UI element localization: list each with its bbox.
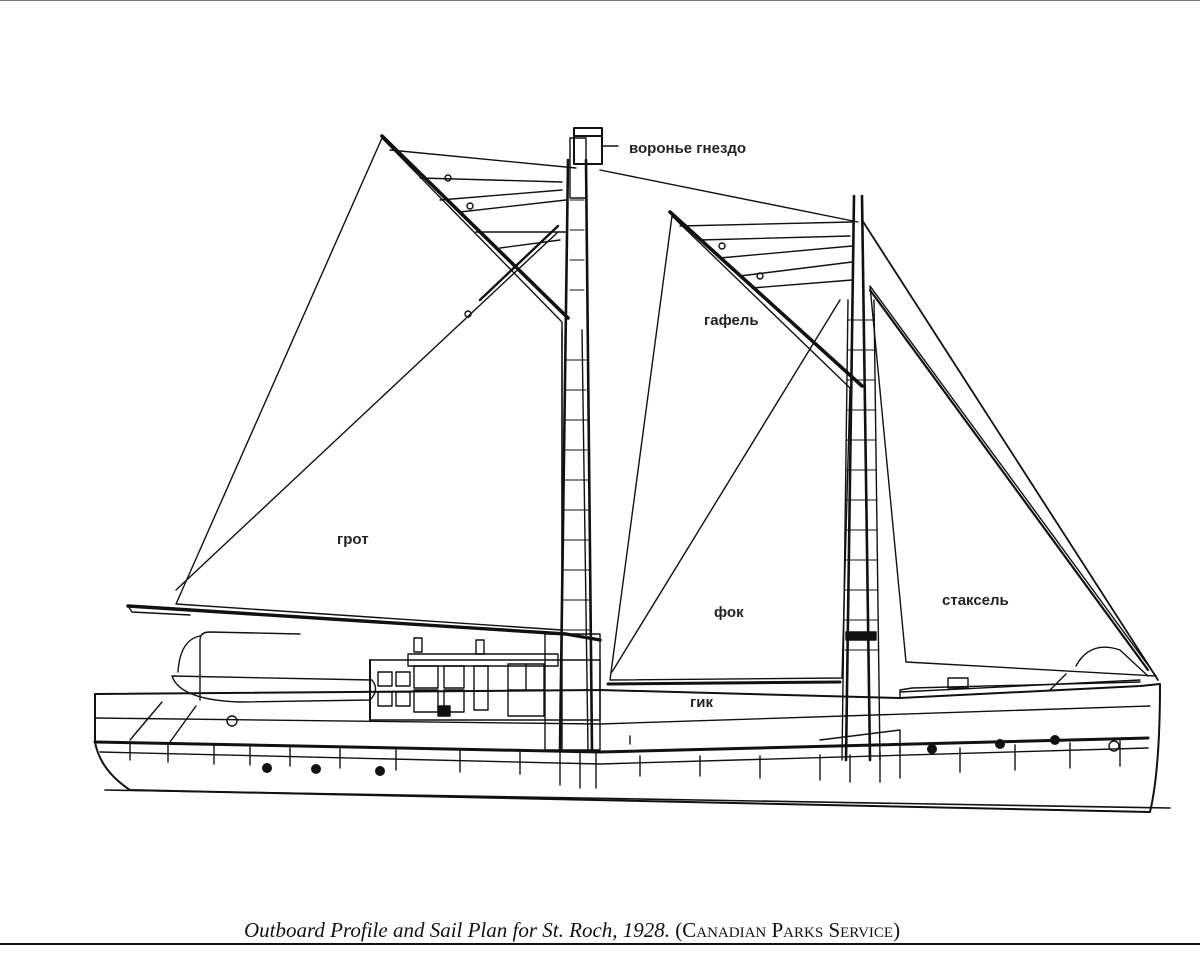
porthole-bow	[1108, 740, 1120, 752]
windlass	[947, 677, 969, 689]
main-gaff	[380, 134, 570, 320]
bottom-border-line	[0, 943, 1200, 945]
lifeboat-davit	[199, 631, 301, 701]
main-mast-base-housing	[544, 633, 601, 751]
bow-davit	[1075, 646, 1149, 677]
top-border-line	[0, 0, 1200, 1]
hull-rail-lower	[99, 747, 1149, 765]
caption-source: (Canadian Parks Service)	[675, 918, 901, 942]
lifeboat	[171, 675, 377, 703]
stern-rail	[177, 635, 201, 673]
crows-nest	[573, 127, 619, 165]
figure-caption: Outboard Profile and Sail Plan for St. R…	[244, 918, 900, 943]
label-staysail: стаксель	[942, 592, 1009, 609]
foresail	[609, 215, 851, 681]
deckhouse	[369, 637, 601, 721]
staysail	[869, 285, 1157, 677]
label-gaff: гафель	[704, 312, 759, 329]
label-boom: гик	[690, 694, 713, 711]
portholes	[262, 735, 1060, 776]
caption-title: Outboard Profile and Sail Plan for St. R…	[244, 918, 671, 942]
hull	[94, 683, 1161, 813]
fore-mast-ladder	[844, 319, 880, 651]
fore-gaff	[668, 210, 864, 388]
fore-mast-band	[845, 631, 877, 641]
main-boom	[126, 604, 602, 642]
fore-boom	[606, 680, 842, 686]
mainsail	[175, 137, 563, 631]
hull-stanchions	[129, 740, 1121, 789]
spring-stay	[599, 169, 859, 223]
fore-stay	[861, 219, 1159, 681]
hull-rub-rail	[93, 736, 1150, 754]
label-foresail: фок	[714, 604, 744, 621]
hull-sheer-line	[94, 705, 1151, 725]
porthole-small	[226, 715, 238, 727]
foredeck-rail	[899, 679, 1141, 693]
label-mainsail: грот	[337, 531, 369, 548]
main-mast-ladder	[562, 199, 591, 691]
label-crows-nest: воронье гнездо	[629, 140, 746, 157]
